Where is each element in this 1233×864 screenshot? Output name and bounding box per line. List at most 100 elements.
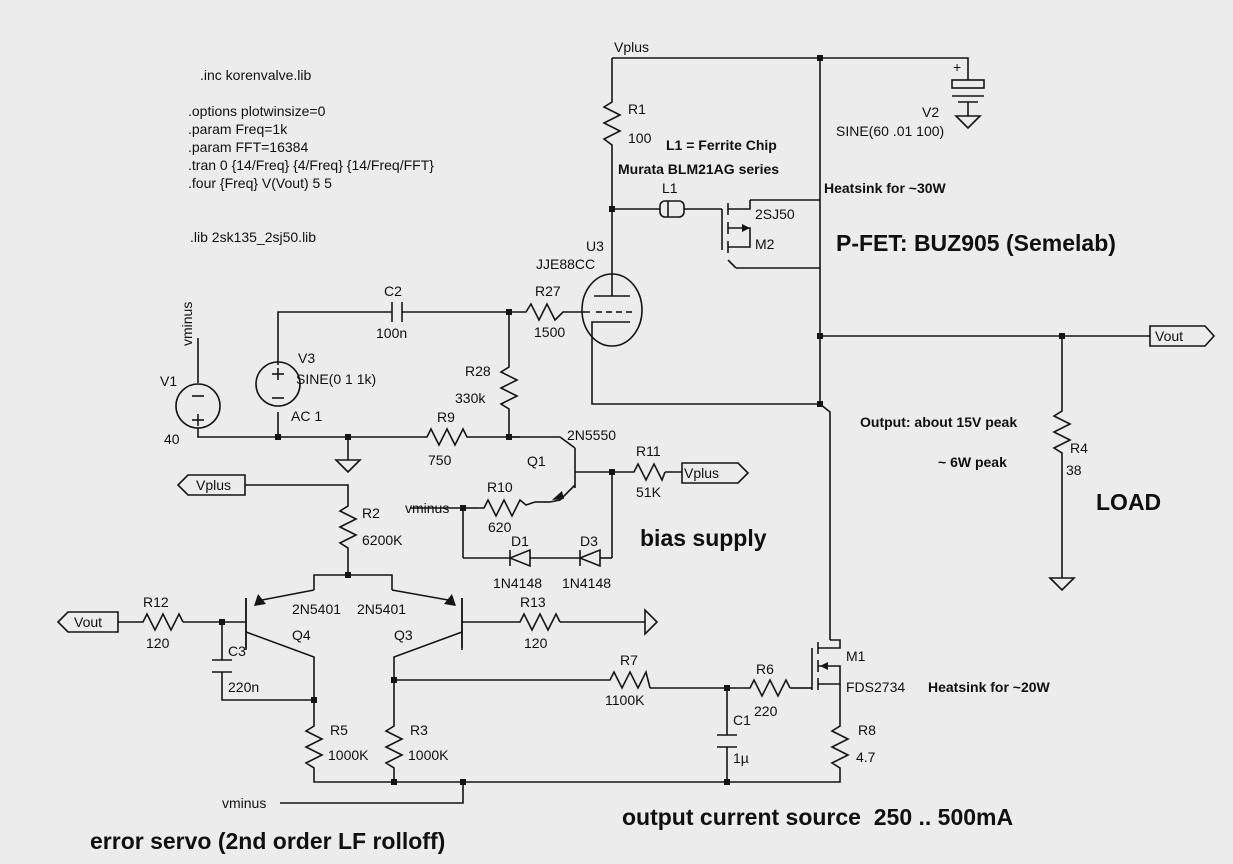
junction-dot — [275, 434, 281, 440]
net-flag-vplus-r11[interactable]: Vplus — [681, 462, 750, 484]
net-label-vminus-v1[interactable]: vminus — [179, 302, 195, 346]
ground-symbol — [644, 608, 659, 636]
resistor-R6[interactable]: R6 220 — [745, 661, 791, 719]
note-l1-type[interactable]: L1 = Ferrite Chip — [666, 137, 777, 153]
resistor-R28[interactable]: R28 330k — [455, 362, 519, 410]
directive-param-fft[interactable]: .param FFT=16384 — [188, 139, 308, 155]
ref-R5: R5 — [330, 722, 348, 738]
resistor-R2[interactable]: R2 6200K — [338, 500, 403, 550]
ac-V3: AC 1 — [291, 408, 322, 424]
junction-dot — [345, 434, 351, 440]
note-l1-series[interactable]: Murata BLM21AG series — [618, 161, 779, 177]
capacitor-C3[interactable]: C3 220n — [212, 643, 259, 695]
resistor-R10[interactable]: R10 620 — [478, 479, 536, 535]
value-Q4: 2N5401 — [292, 601, 341, 617]
value-M2: 2SJ50 — [755, 206, 795, 222]
value-C1: 1µ — [733, 750, 749, 766]
mosfet-M1[interactable]: M1 FDS2734 — [805, 639, 905, 700]
value-R13: 120 — [524, 635, 548, 651]
value-Q1: 2N5550 — [567, 427, 616, 443]
value-R8: 4.7 — [856, 749, 876, 765]
value-D3: 1N4148 — [562, 575, 611, 591]
resistor-R5[interactable]: R5 1000K — [304, 720, 369, 770]
capacitor-C2[interactable]: C2 100n — [376, 283, 407, 341]
note-output-peak[interactable]: Output: about 15V peak — [860, 414, 1017, 430]
note-heatsink-m1[interactable]: Heatsink for ~20W — [928, 679, 1051, 695]
ref-R28: R28 — [465, 363, 491, 379]
spice-directives: .inc korenvalve.lib .options plotwinsize… — [188, 67, 434, 245]
resistor-R1[interactable]: R1 100 — [602, 95, 652, 152]
transistor-Q1[interactable]: 2N5550 Q1 — [527, 427, 616, 500]
source-V1[interactable]: V1 40 — [160, 373, 221, 447]
value-C2: 100n — [376, 325, 407, 341]
ground-symbol — [954, 115, 982, 130]
note-error-servo[interactable]: error servo (2nd order LF rolloff) — [90, 828, 445, 854]
net-flag-vout-left[interactable]: Vout — [56, 611, 119, 633]
ref-C2: C2 — [384, 283, 402, 299]
resistor-R3[interactable]: R3 1000K — [384, 720, 449, 770]
net-label-vplus-top[interactable]: Vplus — [614, 39, 649, 55]
ref-C1: C1 — [733, 712, 751, 728]
junction-dot — [609, 206, 615, 212]
directive-param-freq[interactable]: .param Freq=1k — [188, 121, 288, 137]
junction-dot — [460, 779, 466, 785]
net-flag-label: Vout — [1155, 328, 1183, 344]
junction-dot — [391, 779, 397, 785]
diode-D1[interactable]: D1 1N4148 — [493, 533, 542, 591]
source-V3[interactable]: V3 SINE(0 1 1k) AC 1 — [255, 350, 376, 424]
net-flag-vout-right[interactable]: Vout — [1149, 325, 1216, 347]
value-R4: 38 — [1066, 462, 1082, 478]
ref-R9: R9 — [437, 409, 455, 425]
mosfet-M2[interactable]: 2SJ50 M2 — [721, 199, 820, 269]
transistor-Q4[interactable]: 2N5401 Q4 — [245, 594, 341, 648]
directive-four[interactable]: .four {Freq} V(Vout) 5 5 — [188, 175, 332, 191]
directive-options[interactable]: .options plotwinsize=0 — [188, 103, 326, 119]
wires — [118, 57, 1150, 804]
ref-D1: D1 — [511, 533, 529, 549]
net-flag-vplus-r2[interactable]: Vplus — [176, 474, 246, 496]
net-flag-label: Vplus — [684, 465, 719, 481]
resistor-R9[interactable]: R9 750 — [420, 409, 472, 468]
resistor-R4[interactable]: R4 38 — [1052, 405, 1088, 478]
ref-R3: R3 — [410, 722, 428, 738]
directive-tran[interactable]: .tran 0 {14/Freq} {4/Freq} {14/Freq/FFT} — [188, 157, 434, 173]
note-current-source[interactable]: output current source 250 .. 500mA — [622, 804, 1013, 830]
resistor-R12[interactable]: R12 120 — [138, 594, 184, 651]
value-V3: SINE(0 1 1k) — [296, 371, 376, 387]
inductor-L1[interactable]: L1 — [659, 180, 685, 218]
junction-dot — [311, 697, 317, 703]
resistor-R7[interactable]: R7 1100K — [605, 652, 651, 708]
plus-sign: + — [953, 59, 961, 75]
value-V2: SINE(60 .01 100) — [836, 123, 944, 139]
source-v2[interactable]: + V2 SINE(60 .01 100) — [836, 59, 985, 139]
resistor-R8[interactable]: R8 4.7 — [830, 720, 876, 770]
value-U3: JJE88CC — [536, 256, 595, 272]
note-load[interactable]: LOAD — [1096, 489, 1161, 515]
value-R3: 1000K — [408, 747, 449, 763]
junction-dot — [609, 469, 615, 475]
net-label-vminus-r10[interactable]: vminus — [405, 500, 449, 516]
value-R2: 6200K — [362, 532, 403, 548]
triode-U3[interactable]: U3 JJE88CC — [536, 238, 643, 347]
ref-V2: V2 — [922, 104, 939, 120]
directive-inc[interactable]: .inc korenvalve.lib — [200, 67, 311, 83]
ref-R4: R4 — [1070, 440, 1088, 456]
capacitor-C1[interactable]: C1 1µ — [717, 712, 751, 766]
net-label-vminus-bottom[interactable]: vminus — [222, 795, 266, 811]
note-bias-supply[interactable]: bias supply — [640, 525, 767, 551]
directive-lib[interactable]: .lib 2sk135_2sj50.lib — [190, 229, 316, 245]
ref-R6: R6 — [756, 661, 774, 677]
resistor-R27[interactable]: R27 1500 — [520, 283, 565, 340]
junction-dot — [506, 434, 512, 440]
note-power-peak[interactable]: ~ 6W peak — [938, 454, 1007, 470]
resistor-R11[interactable]: R11 51K — [630, 443, 666, 500]
diode-D3[interactable]: D3 1N4148 — [562, 533, 611, 591]
note-heatsink-m2[interactable]: Heatsink for ~30W — [824, 180, 947, 196]
resistor-R13[interactable]: R13 120 — [515, 594, 561, 651]
ref-Q3: Q3 — [394, 627, 413, 643]
transistor-Q3[interactable]: 2N5401 Q3 — [357, 594, 463, 648]
junction-dot — [724, 685, 730, 691]
value-R9: 750 — [428, 452, 452, 468]
note-pfet[interactable]: P-FET: BUZ905 (Semelab) — [836, 230, 1116, 256]
value-R7: 1100K — [605, 692, 645, 708]
